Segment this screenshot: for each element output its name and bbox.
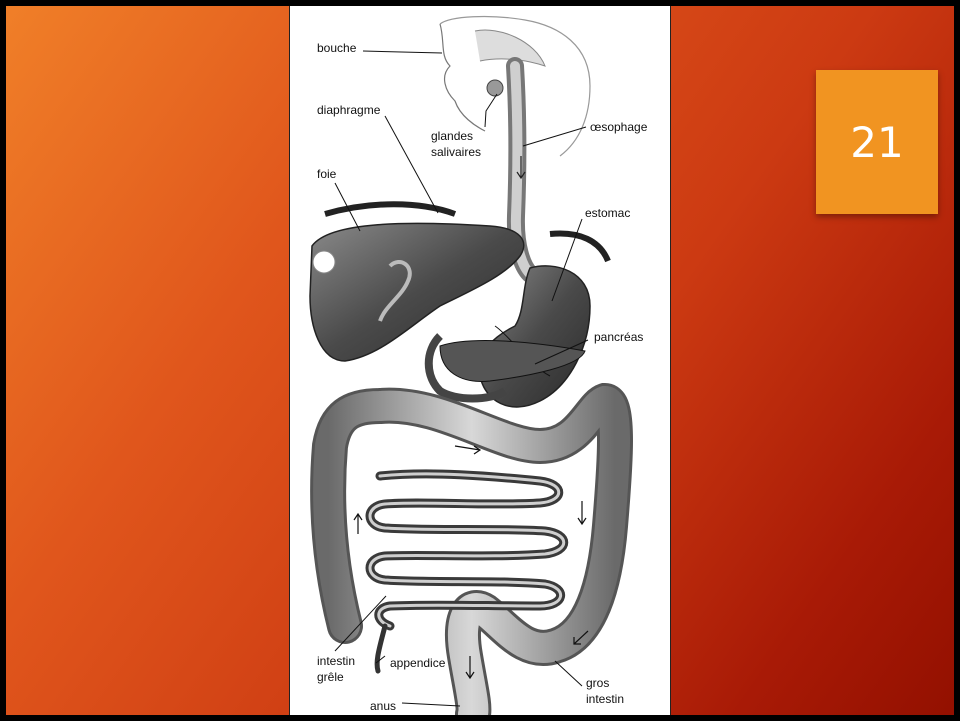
digestive-system-illustration: bouche diaphragme glandes salivaires œso… xyxy=(290,6,670,715)
label-glandes: glandes xyxy=(431,129,473,143)
label-foie: foie xyxy=(317,167,337,181)
slide-number: 21 xyxy=(816,113,938,173)
label-gros-intestin-2: intestin xyxy=(586,692,624,706)
slide-number-box: 21 xyxy=(816,70,938,214)
label-salivaires: salivaires xyxy=(431,145,481,159)
stomach-shape xyxy=(479,266,590,407)
label-bouche: bouche xyxy=(317,41,357,55)
label-appendice: appendice xyxy=(390,656,446,670)
appendix-shape xyxy=(377,626,385,671)
digestive-system-figure: bouche diaphragme glandes salivaires œso… xyxy=(289,6,671,715)
slide: bouche diaphragme glandes salivaires œso… xyxy=(6,6,954,715)
label-oesophage: œsophage xyxy=(590,120,648,134)
label-intestin-grele-1: intestin xyxy=(317,654,355,668)
small-intestine-shape xyxy=(370,474,564,626)
label-intestin-grele-2: grêle xyxy=(317,670,344,684)
label-gros-intestin-1: gros xyxy=(586,676,609,690)
label-diaphragme: diaphragme xyxy=(317,103,381,117)
label-pancreas: pancréas xyxy=(594,330,643,344)
label-estomac: estomac xyxy=(585,206,630,220)
salivary-gland xyxy=(487,80,503,96)
label-anus: anus xyxy=(370,699,396,713)
